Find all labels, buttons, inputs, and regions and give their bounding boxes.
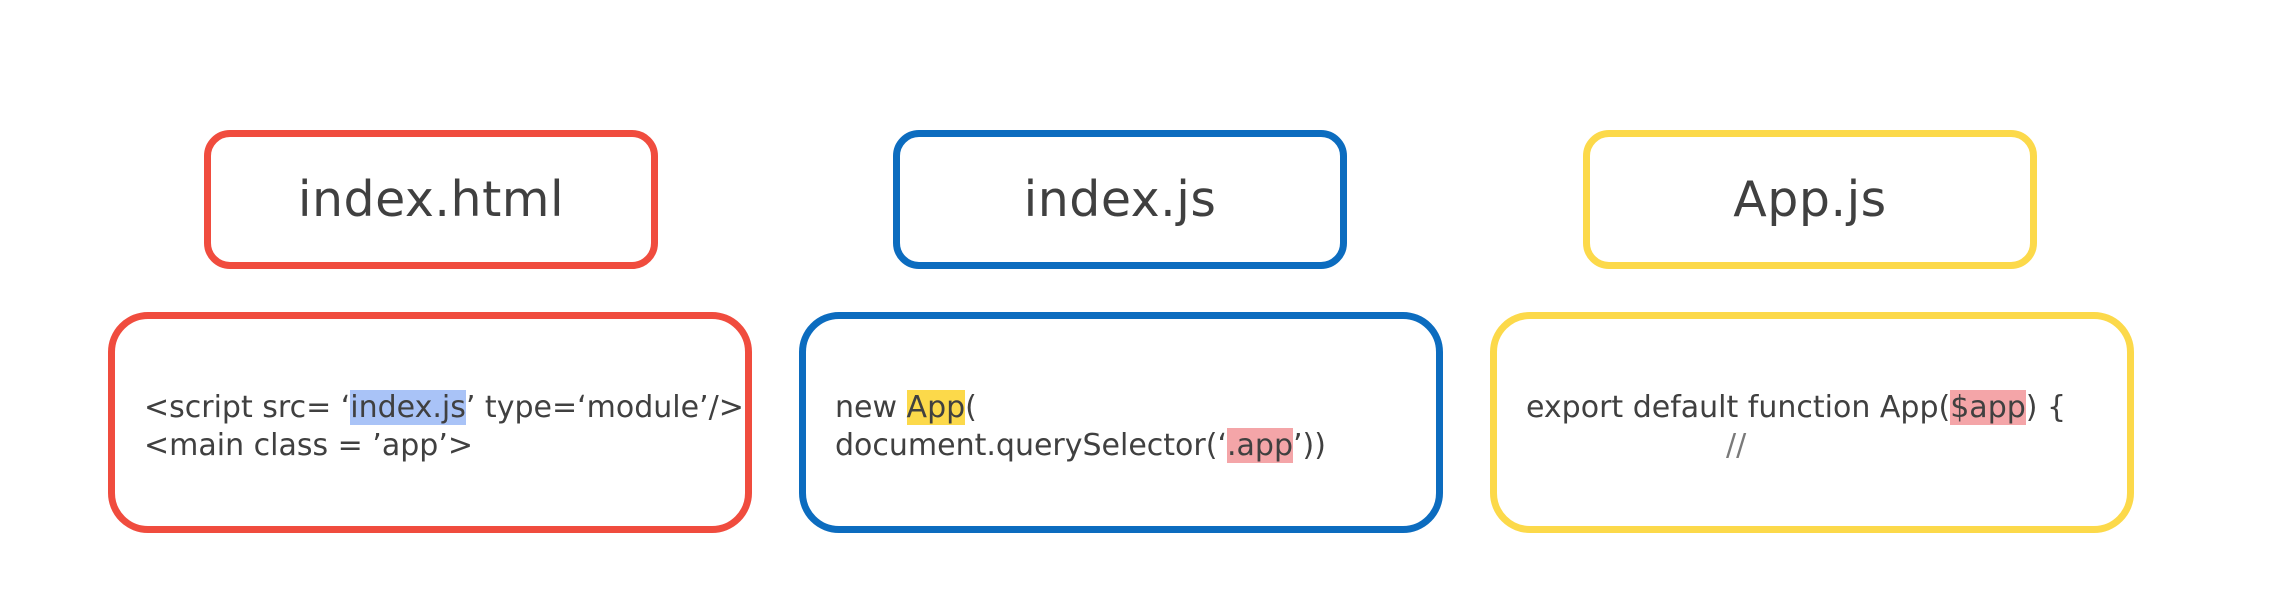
index-html-title: index.html (297, 171, 565, 228)
index-js-code: new App( document.querySelector(‘.app’)) (835, 389, 1326, 465)
index-js-line2-post: ’)) (1293, 428, 1326, 463)
index-js-title: index.js (1023, 171, 1217, 228)
app-js-code-box: export default function App($app) { // (1490, 312, 2134, 533)
index-js-line1-post: ( (965, 390, 977, 425)
index-js-code-box: new App( document.querySelector(‘.app’)) (799, 312, 1443, 533)
index-html-code-box: <script src= ‘index.js’ type=‘module’/> … (108, 312, 752, 533)
index-js-line1-pre: new (835, 390, 907, 425)
app-js-line1-pre: export default function App( (1526, 390, 1951, 425)
app-js-line1-post: ) { (2025, 390, 2067, 425)
index-html-code: <script src= ‘index.js’ type=‘module’/> … (144, 389, 744, 465)
index-js-title-box: index.js (893, 130, 1347, 269)
app-js-comment: // (1726, 428, 1747, 463)
index-html-line2: <main class = ’app’> (144, 428, 473, 463)
app-param-highlight: $app (1950, 390, 2026, 425)
app-selector-highlight: .app (1226, 428, 1293, 463)
app-js-title-box: App.js (1583, 130, 2037, 269)
app-js-title: App.js (1733, 171, 1887, 228)
app-highlight: App (906, 390, 966, 425)
index-html-line1-post: ’ type=‘module’/> (465, 390, 744, 425)
index-js-line2-pre: document.querySelector(‘ (835, 428, 1227, 463)
index-html-title-box: index.html (204, 130, 658, 269)
index-html-line1-pre: <script src= ‘ (144, 390, 351, 425)
index-js-highlight: index.js (350, 390, 466, 425)
app-js-code: export default function App($app) { // (1526, 389, 2066, 465)
